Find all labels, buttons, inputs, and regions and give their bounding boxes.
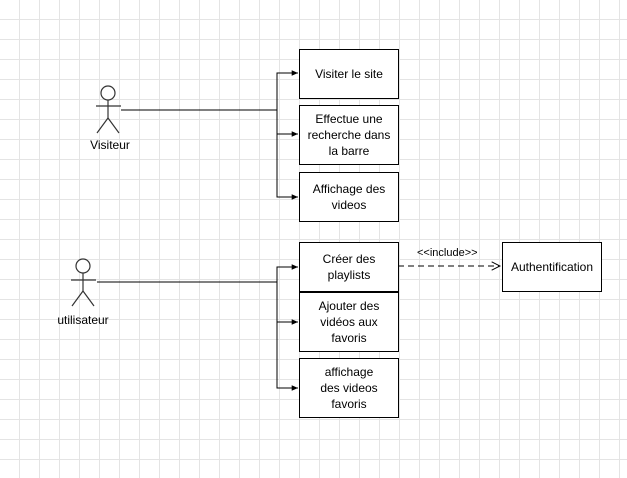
visitor-associations (121, 70, 298, 200)
actor-visitor-label: Visiteur (90, 138, 130, 152)
use-case-display-videos[interactable]: Affichage des videos (299, 172, 399, 222)
use-case-display-favorites[interactable]: affichage des videos favoris (299, 358, 399, 418)
actor-user-label: utilisateur (57, 313, 109, 327)
actor-user-figure[interactable] (71, 258, 96, 307)
actor-visitor-figure[interactable] (96, 85, 121, 134)
use-case-visit-site[interactable]: Visiter le site (299, 49, 399, 99)
include-label: <<include>> (417, 247, 478, 259)
use-case-create-playlists[interactable]: Créer des playlists (299, 242, 399, 292)
use-case-search-bar[interactable]: Effectue une recherche dans la barre (299, 105, 399, 165)
use-case-authentication[interactable]: Authentification (502, 242, 602, 292)
user-associations (97, 264, 298, 391)
use-case-add-favorites[interactable]: Ajouter des vidéos aux favoris (299, 292, 399, 352)
